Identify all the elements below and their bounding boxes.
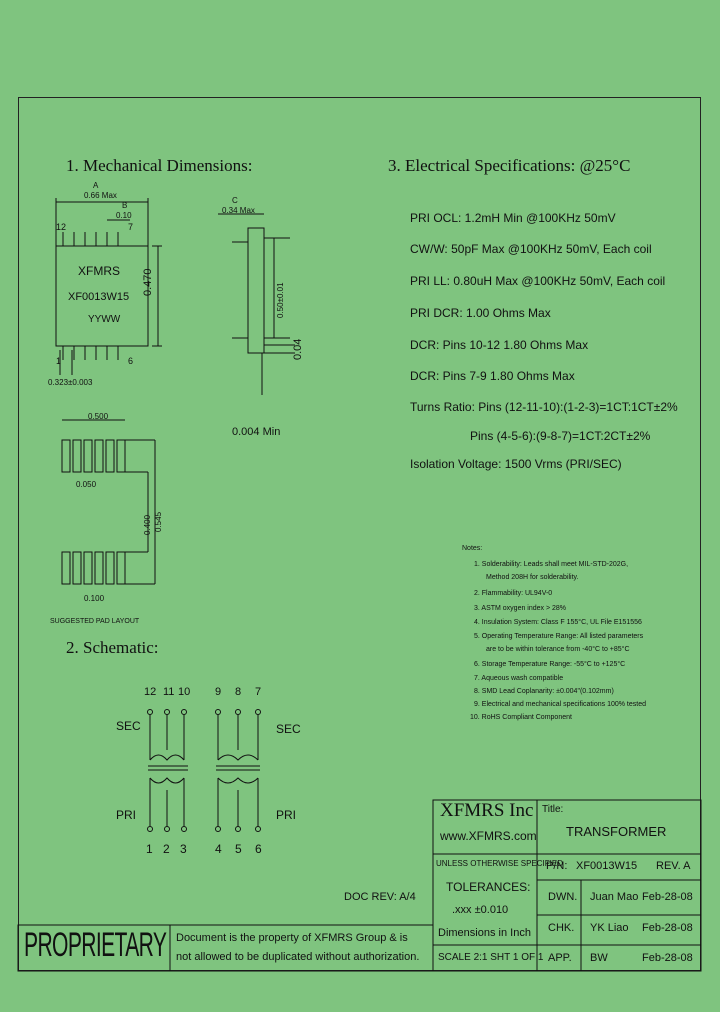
pad-layout <box>61 419 156 585</box>
proprietary-line2: not allowed to be duplicated without aut… <box>176 951 420 963</box>
title-value: TRANSFORMER <box>566 824 667 839</box>
pin-label-12: 12 <box>56 222 67 232</box>
spec-line: DCR: Pins 10-12 1.80 Ohms Max <box>410 338 589 352</box>
note-item: Method 208H for solderability. <box>486 574 579 581</box>
note-item: 7. Aqueous wash compatible <box>474 675 564 682</box>
schematic-pin-1: 1 <box>146 842 153 856</box>
dim-height: 0.470 <box>142 268 154 296</box>
schematic-drawing <box>147 709 261 832</box>
dim-side: 0.50±0.01 <box>276 282 285 318</box>
note-item: 3. ASTM oxygen index > 28% <box>474 605 567 612</box>
chk-name: YK Liao <box>590 922 629 934</box>
schematic-sec-left: SEC <box>116 719 141 733</box>
note-item: 10. RoHS Compliant Component <box>470 714 572 721</box>
dim-pin-pitch: 0.323±0.003 <box>48 378 93 387</box>
spec-line: Turns Ratio: Pins (12-11-10):(1-2-3)=1CT… <box>410 400 678 414</box>
dim-a: 0.66 Max <box>84 191 117 200</box>
note-item: 1. Solderability: Leads shall meet MIL-S… <box>474 561 629 568</box>
pad-dim-height: 0.400 <box>143 514 152 535</box>
notes-title: Notes: <box>462 545 483 552</box>
mechanical-heading: 1. Mechanical Dimensions: <box>66 156 253 175</box>
app-date: Feb-28-08 <box>642 952 693 964</box>
title-block-lines <box>17 799 702 972</box>
dwn-date: Feb-28-08 <box>642 891 693 903</box>
pin-label-1: 1 <box>56 356 62 366</box>
app-name: BW <box>590 952 608 964</box>
chk-date: Feb-28-08 <box>642 922 693 934</box>
schematic-pin-12: 12 <box>144 686 157 698</box>
schematic-pin-6: 6 <box>255 842 262 856</box>
schematic-pin-8: 8 <box>235 686 242 698</box>
schematic-pin-5: 5 <box>235 842 242 856</box>
scale-sheet: SCALE 2:1 SHT 1 OF 1 <box>438 952 544 963</box>
schematic-pin-7: 7 <box>255 686 262 698</box>
note-item: 8. SMD Lead Coplanarity: ±0.004"(0.102mm… <box>474 688 614 695</box>
pad-dim-width: 0.100 <box>84 594 105 603</box>
spec-line: Isolation Voltage: 1500 Vrms (PRI/SEC) <box>410 457 622 471</box>
spec-line: Pins (4-5-6):(9-8-7)=1CT:2CT±2% <box>470 429 651 443</box>
dwn-name: Juan Mao <box>590 891 639 903</box>
top-pins <box>62 232 119 246</box>
schematic-pin-11: 11 <box>163 686 175 698</box>
doc-rev: DOC REV: A/4 <box>344 891 416 903</box>
dim-b: 0.10 <box>116 211 132 220</box>
dim-label-a: A <box>93 181 99 190</box>
note-item: are to be within tolerance from -40°C to… <box>486 646 630 653</box>
app-label: APP. <box>548 952 572 964</box>
schematic-pin-4: 4 <box>215 842 222 856</box>
schematic-pin-3: 3 <box>180 842 187 856</box>
schematic-pin-9: 9 <box>215 686 222 698</box>
pin-label-6: 6 <box>128 356 134 366</box>
company-website: www.XFMRS.com <box>440 829 537 843</box>
pn-value: XF0013W15 <box>576 860 638 872</box>
dim-label-b: B <box>122 201 128 210</box>
body-marking-brand: XFMRS <box>78 264 120 278</box>
bottom-pins <box>62 346 119 360</box>
pn-label: P/N: <box>546 860 568 872</box>
dwn-label: DWN. <box>548 891 578 903</box>
schematic-heading: 2. Schematic: <box>66 638 159 657</box>
note-item: 2. Flammability: UL94V-0 <box>474 590 553 597</box>
note-item: 6. Storage Temperature Range: -55°C to +… <box>474 661 626 668</box>
proprietary-label: PROPRIETARY <box>24 926 167 964</box>
dimensions-unit: Dimensions in Inch <box>438 927 531 939</box>
spec-line: PRI LL: 0.80uH Max @100KHz 50mV, Each co… <box>410 274 666 288</box>
company-name: XFMRS Inc <box>440 800 534 821</box>
pin-label-7: 7 <box>128 222 134 232</box>
tolerances-value: .xxx ±0.010 <box>452 904 509 916</box>
body-outline <box>55 245 149 347</box>
note-item: 9. Electrical and mechanical specificati… <box>474 701 646 708</box>
dim-label-c: C <box>232 196 238 205</box>
tolerances-label: TOLERANCES: <box>446 880 531 894</box>
spec-line: CW/W: 50pF Max @100KHz 50mV, Each coil <box>410 242 652 256</box>
pad-layout-label: SUGGESTED PAD LAYOUT <box>50 618 140 625</box>
schematic-pin-10: 10 <box>178 686 191 698</box>
chk-label: CHK. <box>548 922 575 934</box>
schematic-pri-right: PRI <box>276 808 297 822</box>
pad-dim-height2: 0.545 <box>154 511 163 532</box>
dim-min: 0.004 Min <box>232 426 281 438</box>
dim-lead: 0.04 <box>292 338 304 360</box>
schematic-sec-right: SEC <box>276 722 301 736</box>
side-view-body <box>247 227 265 354</box>
proprietary-line1: Document is the property of XFMRS Group … <box>176 932 408 944</box>
spec-line: PRI OCL: 1.2mH Min @100KHz 50mV <box>410 211 616 225</box>
pad-dim-top: 0.500 <box>88 412 109 421</box>
body-marking-part: XF0013W15 <box>68 291 130 303</box>
spec-line: DCR: Pins 7-9 1.80 Ohms Max <box>410 369 575 383</box>
dim-c: 0.34 Max <box>222 206 255 215</box>
note-item: 5. Operating Temperature Range: All list… <box>474 633 644 640</box>
title-label: Title: <box>542 804 564 815</box>
schematic-pri-left: PRI <box>116 808 137 822</box>
schematic-pin-2: 2 <box>163 842 170 856</box>
rev-label: REV. A <box>656 860 691 872</box>
note-item: 4. Insulation System: Class F 155°C, UL … <box>474 619 642 626</box>
unless-specified: UNLESS OTHERWISE SPECIFIED <box>436 859 563 868</box>
body-marking-date: YYWW <box>88 314 121 325</box>
spec-line: PRI DCR: 1.00 Ohms Max <box>410 306 551 320</box>
pad-dim-pitch: 0.050 <box>76 480 97 489</box>
electrical-heading: 3. Electrical Specifications: @25°C <box>388 156 631 175</box>
